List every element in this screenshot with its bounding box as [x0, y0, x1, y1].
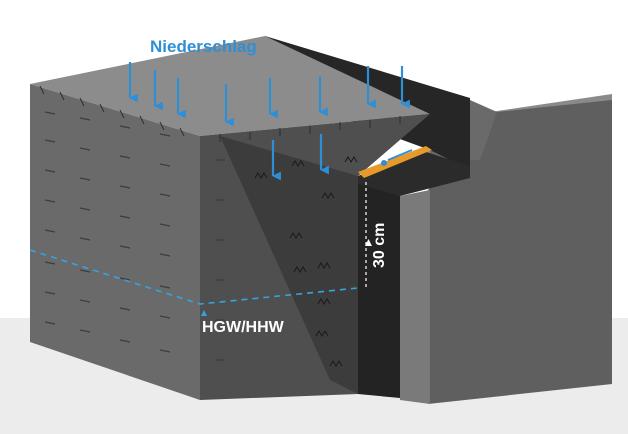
- bracket-blue-line: [387, 149, 413, 161]
- precipitation-label: Niederschlag: [150, 37, 257, 56]
- membrane-vertical: [358, 176, 400, 398]
- soil-texture-dashes: [44, 111, 225, 361]
- soil-edge-ticks: [39, 85, 401, 142]
- soil-cut-face: [220, 136, 358, 394]
- grass-tuft-icons: [254, 156, 358, 367]
- height-label: 30 cm: [371, 222, 388, 268]
- bracket-fastener: [381, 160, 387, 166]
- wall-side-face: [400, 190, 430, 404]
- building-wall: [428, 100, 612, 404]
- bracket-strip: [358, 146, 432, 178]
- membrane-cap: [358, 150, 470, 196]
- triangle-up-icon: [365, 239, 372, 246]
- triangle-up-icon: [201, 310, 207, 316]
- soil-left-face: [30, 84, 200, 400]
- groundwater-level-label: HGW/HHW: [202, 319, 284, 336]
- arrow-down-icons: [128, 62, 410, 181]
- soil-top: [30, 36, 430, 136]
- groundwater-line: [29, 249, 359, 305]
